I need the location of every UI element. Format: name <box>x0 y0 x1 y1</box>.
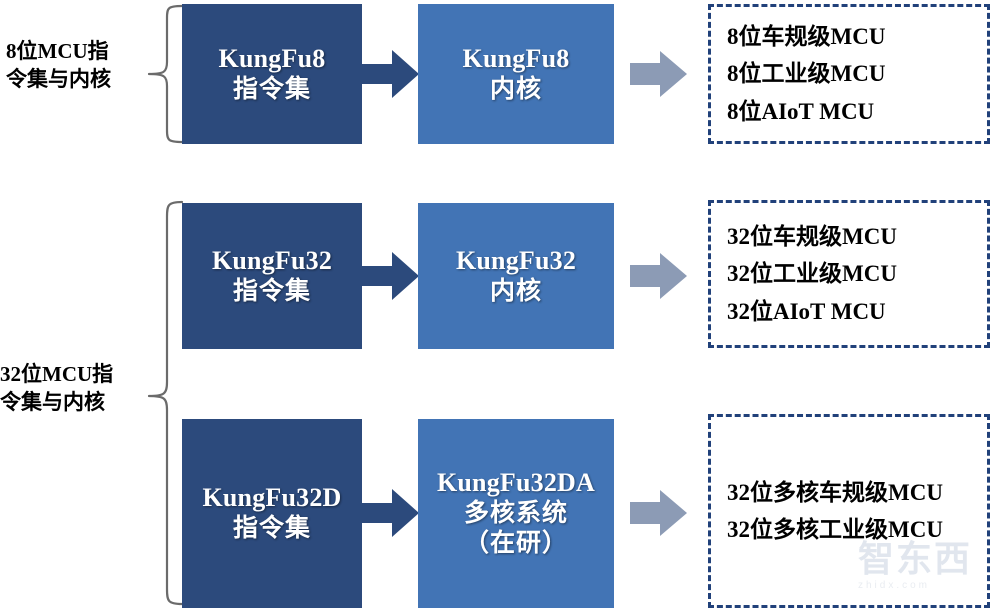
instruction-box-kungfu8-subtitle: 指令集 <box>232 75 311 103</box>
instruction-box-kungfu32[interactable]: KungFu32 指令集 <box>182 203 362 349</box>
core-box-kungfu32-subtitle: 内核 <box>489 277 542 305</box>
product-item: 32位AIoT MCU <box>727 298 886 324</box>
core-box-kungfu32da-title: KungFu32DA <box>436 468 596 498</box>
brace-32bit <box>146 200 186 608</box>
core-box-kungfu32da[interactable]: KungFu32DA 多核系统 （在研） <box>418 419 614 608</box>
arrow-core-to-products-1 <box>630 50 688 98</box>
instruction-box-kungfu8-title: KungFu8 <box>218 43 326 73</box>
product-item: 8位工业级MCU <box>727 61 886 87</box>
core-box-kungfu8-subtitle: 内核 <box>489 75 542 103</box>
product-item: 32位多核工业级MCU <box>727 517 943 542</box>
instruction-box-kungfu32d-subtitle: 指令集 <box>232 515 311 543</box>
core-box-kungfu32da-subtitle: 多核系统 <box>463 499 568 527</box>
instruction-box-kungfu32-title: KungFu32 <box>211 245 333 275</box>
core-box-kungfu32-title: KungFu32 <box>455 245 577 275</box>
core-box-kungfu32[interactable]: KungFu32 内核 <box>418 203 614 349</box>
group-label-32bit: 32位MCU指 令集与内核 <box>0 362 114 414</box>
arrow-instr-to-core-2 <box>362 250 420 302</box>
product-item: 8位车规级MCU <box>727 24 886 50</box>
product-list-32bit-multicore: 32位多核车规级MCU 32位多核工业级MCU <box>708 414 990 608</box>
product-list-8bit: 8位车规级MCU 8位工业级MCU 8位AIoT MCU <box>708 4 990 144</box>
arrow-core-to-products-2 <box>630 252 688 300</box>
core-box-kungfu8-title: KungFu8 <box>462 43 570 73</box>
arrow-instr-to-core-1 <box>362 48 420 100</box>
product-list-32bit: 32位车规级MCU 32位工业级MCU 32位AIoT MCU <box>708 200 990 348</box>
instruction-box-kungfu8[interactable]: KungFu8 指令集 <box>182 4 362 144</box>
product-item: 32位工业级MCU <box>727 261 897 287</box>
instruction-box-kungfu32d[interactable]: KungFu32D 指令集 <box>182 419 362 608</box>
core-box-kungfu8[interactable]: KungFu8 内核 <box>418 4 614 144</box>
core-box-kungfu32da-status: （在研） <box>463 530 568 558</box>
instruction-box-kungfu32d-title: KungFu32D <box>202 483 342 513</box>
product-item: 32位车规级MCU <box>727 224 897 250</box>
group-label-8bit: 8位MCU指 令集与内核 <box>6 39 111 91</box>
product-item: 32位多核车规级MCU <box>727 479 943 505</box>
brace-8bit <box>146 4 186 144</box>
instruction-box-kungfu32-subtitle: 指令集 <box>232 277 311 305</box>
product-item: 8位AIoT MCU <box>727 98 875 124</box>
arrow-instr-to-core-3 <box>362 487 420 539</box>
arrow-core-to-products-3 <box>630 489 688 537</box>
